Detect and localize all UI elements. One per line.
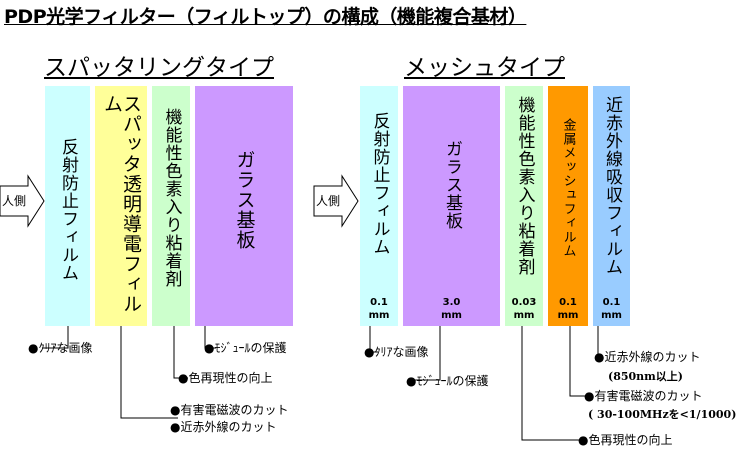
- callout-color-reproduction-right: ●色再現性の向上: [578, 433, 673, 447]
- sputter-layer-anti-reflection: 反射防止フィルム: [45, 86, 90, 326]
- callout-nir-cut-right: ●近赤外線のカット: [594, 350, 701, 364]
- layer-label: ガラス基板: [442, 140, 462, 230]
- viewer-side-label-left: 人側: [2, 194, 27, 208]
- viewer-side-arrow-right: [313, 174, 359, 228]
- line-emi-right: [569, 326, 592, 397]
- line-emi-left: [120, 326, 178, 419]
- line-module-right: [415, 326, 441, 381]
- line-module-left: [204, 326, 216, 349]
- layer-label: スパッタ透明導電フィルム: [101, 94, 142, 314]
- callout-nir-cut-left: ●近赤外線のカット: [170, 420, 277, 434]
- callout-emi-range-note: ( 30-100MHzを<1/1000): [588, 408, 737, 421]
- layer-thickness: 0.1 mm: [368, 297, 390, 321]
- layer-label: ガラス基板: [233, 150, 256, 250]
- sputter-layer-dye-adhesive: 機能性色素入り粘着剤: [152, 86, 190, 326]
- mesh-layer-anti-reflection: 反射防止フィルム 0.1 mm: [360, 86, 398, 326]
- sputter-layer-glass: ガラス基板: [195, 86, 293, 326]
- callout-emi-cut-left: ●有害電磁波のカット: [170, 403, 289, 417]
- mesh-layer-glass: ガラス基板 3.0 mm: [403, 86, 500, 326]
- layer-label: 機能性色素入り粘着剤: [514, 96, 535, 276]
- line-clear-image-right: [369, 326, 378, 353]
- mesh-layer-dye-adhesive: 機能性色素入り粘着剤 0.03 mm: [505, 86, 543, 326]
- line-color-left: [173, 326, 188, 379]
- line-clear-image-left: [42, 326, 69, 349]
- sputter-type-heading: スパッタリングタイプ: [44, 55, 274, 81]
- page-title: PDP光学フィルター（フィルトップ）の構成（機能複合基材）: [4, 6, 527, 28]
- callout-module-protection-right: ●ﾓｼﾞｭｰﾙの保護: [406, 374, 489, 388]
- layer-label: 反射防止フィルム: [369, 112, 390, 256]
- callout-color-reproduction-left: ●色再現性の向上: [178, 371, 273, 385]
- viewer-side-label-right: 人側: [316, 194, 341, 208]
- layer-thickness: 3.0 mm: [441, 297, 462, 321]
- layer-label: 反射防止フィルム: [58, 138, 78, 282]
- layer-label: 機能性色素入り粘着剤: [161, 108, 182, 288]
- mesh-type-heading: メッシュタイプ: [404, 55, 565, 81]
- layer-thickness: 0.1 mm: [557, 297, 579, 321]
- layer-thickness: 0.1 mm: [601, 297, 622, 321]
- callout-clear-image-left: ●ｸﾘｱな画像: [28, 341, 93, 355]
- mesh-layer-metal-mesh: 金属メッシュフィルム 0.1 mm: [548, 86, 588, 326]
- callout-module-protection-left: ●ﾓｼﾞｭｰﾙの保護: [204, 341, 287, 355]
- line-color-right: [521, 326, 586, 441]
- callout-clear-image-right: ●ｸﾘｱな画像: [364, 345, 429, 359]
- layer-label: 近赤外線吸収フィルム: [602, 96, 622, 276]
- callout-nir-range-note: (850nm以上): [608, 370, 684, 383]
- sputter-layer-conductive-film: スパッタ透明導電フィルム: [95, 86, 147, 326]
- layer-thickness: 0.03 mm: [511, 297, 537, 321]
- callout-emi-cut-right: ●有害電磁波のカット: [584, 389, 703, 403]
- viewer-side-arrow-left: [0, 174, 45, 228]
- mesh-layer-nir-absorbing: 近赤外線吸収フィルム 0.1 mm: [593, 86, 630, 326]
- layer-label: 金属メッシュフィルム: [560, 118, 576, 258]
